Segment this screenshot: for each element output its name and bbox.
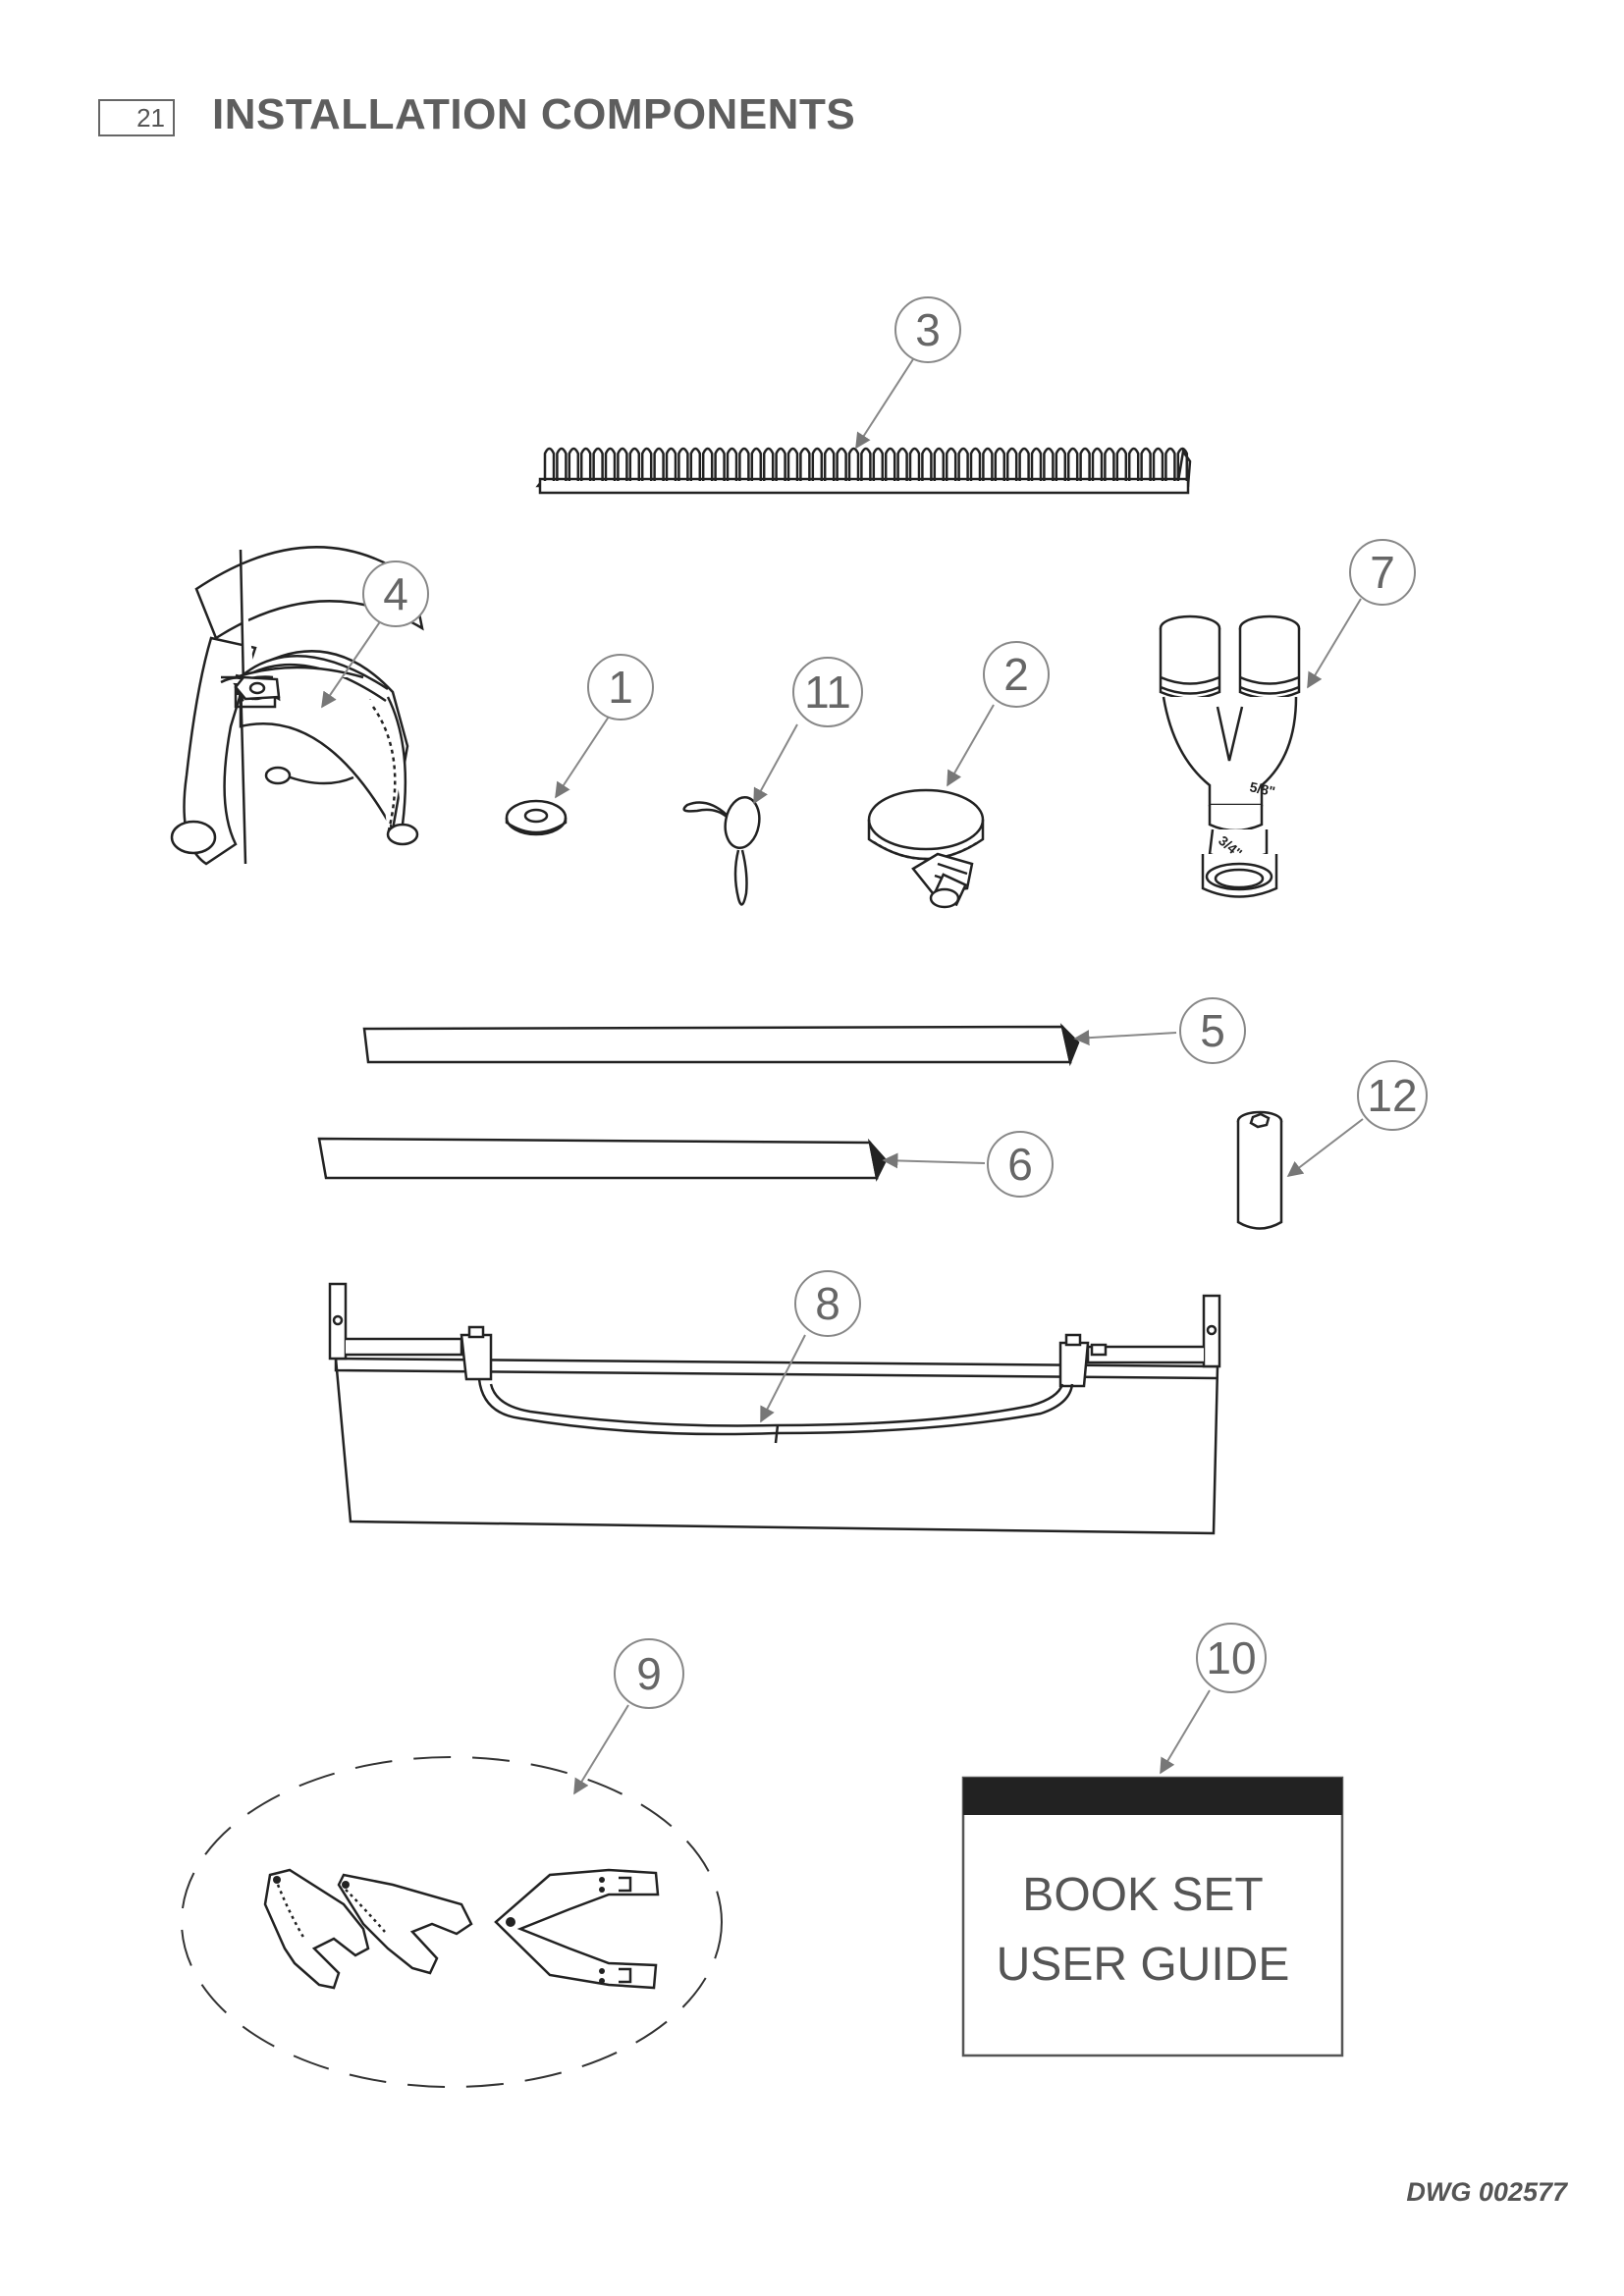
callout-4: 4 [362, 561, 429, 627]
part-4-mount-tab [234, 675, 281, 701]
drawing-number: DWG 002577 [1406, 2177, 1567, 2207]
callout-7-label: 7 [1370, 547, 1395, 598]
page-number: 21 [98, 99, 175, 136]
callout-12: 12 [1357, 1060, 1428, 1131]
callout-2-label: 2 [1003, 649, 1029, 700]
part-6-strip [317, 1137, 888, 1182]
callout-10-label: 10 [1206, 1632, 1256, 1683]
callout-8: 8 [794, 1270, 861, 1337]
callout-7: 7 [1349, 539, 1416, 606]
part-9-kit [181, 1756, 723, 2088]
part-3-comb-strip [535, 447, 1192, 495]
callout-12-label: 12 [1367, 1070, 1417, 1121]
book-title-line-2: USER GUIDE [997, 1939, 1290, 1991]
comb-teeth [543, 447, 1189, 481]
callout-11-label: 11 [804, 667, 851, 718]
callout-6: 6 [987, 1131, 1054, 1198]
part-11-wire-tie [682, 795, 761, 906]
book-title-line-1: BOOK SET [1022, 1869, 1263, 1921]
comb-tooth-outlines [543, 447, 1189, 481]
callout-9-label: 9 [636, 1648, 662, 1699]
callout-4-label: 4 [383, 568, 408, 619]
part-10-book-set: BOOK SET USER GUIDE [961, 1776, 1344, 2057]
callout-9: 9 [614, 1638, 684, 1709]
part-2-hose-clamp [867, 788, 985, 909]
callout-2: 2 [983, 641, 1050, 708]
callout-11: 11 [792, 657, 863, 727]
callout-3-label: 3 [915, 304, 941, 355]
part-1-washer [505, 799, 568, 836]
part-7-y-adapter [1159, 614, 1301, 898]
callout-1: 1 [587, 654, 654, 721]
callout-5: 5 [1179, 997, 1246, 1064]
callout-6-label: 6 [1007, 1139, 1033, 1190]
callout-3: 3 [894, 296, 961, 363]
part-5-strip [362, 1023, 1080, 1067]
page-title: INSTALLATION COMPONENTS [212, 90, 856, 138]
adapter-size-large: 5/8" [1248, 778, 1276, 799]
callout-5-label: 5 [1200, 1005, 1225, 1056]
part-8-bracket-panel [328, 1282, 1221, 1535]
part-12-spacer [1236, 1110, 1283, 1230]
callout-8-label: 8 [815, 1278, 840, 1329]
callout-1-label: 1 [608, 662, 633, 713]
callout-10: 10 [1196, 1623, 1267, 1693]
